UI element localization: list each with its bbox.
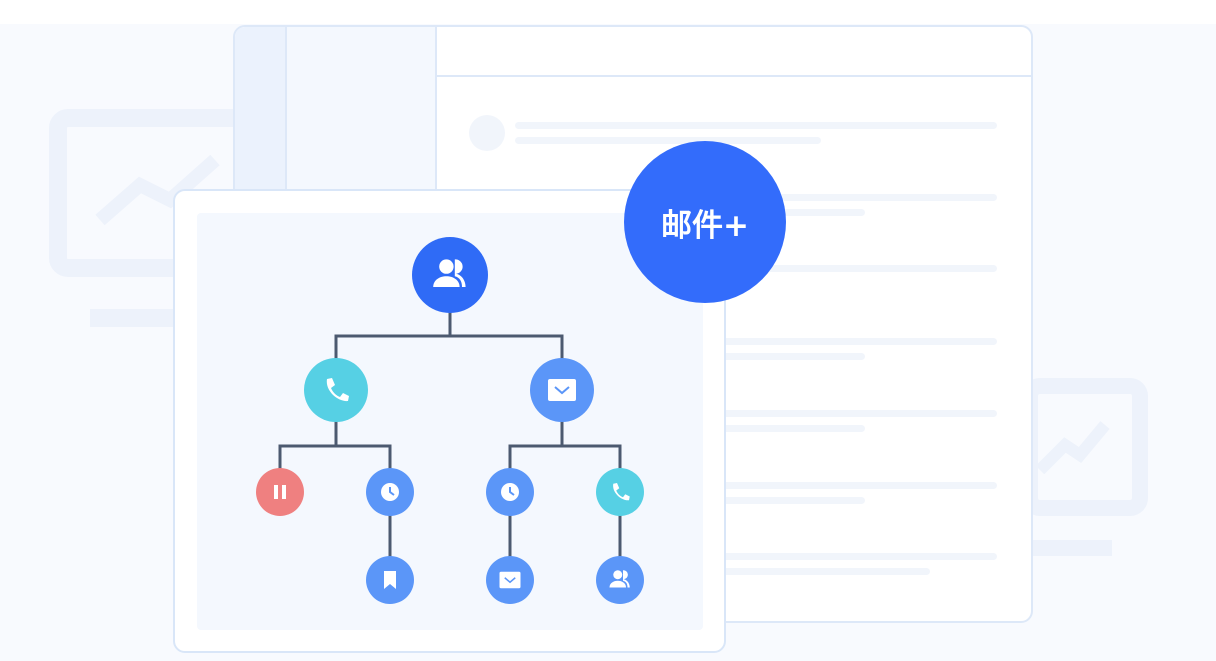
mail-node xyxy=(530,358,594,422)
root-users-node xyxy=(412,237,488,313)
clock-icon xyxy=(500,482,520,502)
tree-connectors xyxy=(278,300,622,558)
clock-icon xyxy=(380,482,400,502)
phone-node xyxy=(304,358,368,422)
skeleton-line xyxy=(715,497,865,504)
clock-node xyxy=(366,468,414,516)
skeleton-line xyxy=(715,553,997,560)
skeleton-line xyxy=(715,568,930,575)
mail-icon xyxy=(498,571,522,589)
mail-icon xyxy=(547,378,577,402)
mail-plus-badge: 邮件+ xyxy=(624,141,786,303)
skeleton-line xyxy=(715,482,997,489)
skeleton-line xyxy=(515,122,997,129)
clock-node xyxy=(486,468,534,516)
bookmark-node xyxy=(366,556,414,604)
skeleton-line xyxy=(515,137,821,144)
skeleton-line xyxy=(715,425,865,432)
window-header-divider xyxy=(437,75,1031,77)
skeleton-line xyxy=(715,353,865,360)
phone-node xyxy=(596,468,644,516)
pause-node xyxy=(256,468,304,516)
skeleton-line xyxy=(715,338,997,345)
skeleton-line xyxy=(715,410,997,417)
users-node xyxy=(596,556,644,604)
avatar-placeholder xyxy=(469,115,505,151)
mail-node xyxy=(486,556,534,604)
